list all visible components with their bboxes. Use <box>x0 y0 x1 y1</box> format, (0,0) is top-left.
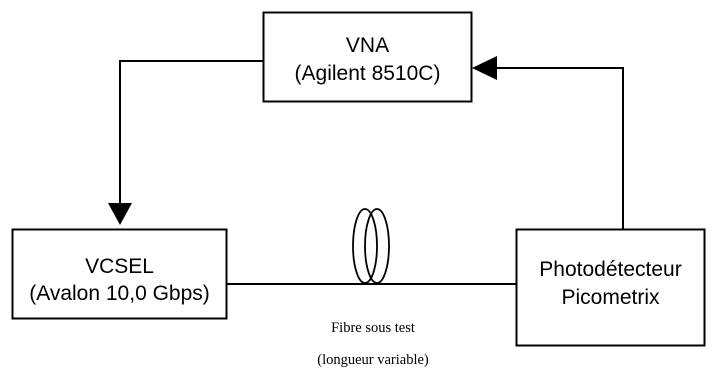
photodetector-node: Photodétecteur Picometrix <box>515 228 706 347</box>
edge-vna-to-vcsel <box>108 60 264 225</box>
photodetector-box <box>515 228 706 347</box>
fiber-caption-line1: Fibre sous test <box>331 320 415 336</box>
vna-label-line1: VNA <box>346 34 389 57</box>
fiber-coil-right <box>364 208 390 284</box>
vcsel-box <box>11 228 228 320</box>
fiber-coil-left <box>352 208 378 284</box>
vna-node: VNA (Agilent 8510C) <box>262 11 473 103</box>
photodetector-label-line1: Photodétecteur <box>539 258 681 281</box>
photodetector-label-line2: Picometrix <box>561 286 660 309</box>
fiber-caption-line2: (longueur variable) <box>317 352 429 368</box>
vcsel-label-line1: VCSEL <box>85 255 154 278</box>
vcsel-label-line2: (Avalon 10,0 Gbps) <box>29 282 210 305</box>
arrowhead-down-icon <box>108 203 132 225</box>
edge-photodetector-to-vna <box>472 56 624 230</box>
edge-photodetector-to-vna-line <box>492 67 624 230</box>
arrowhead-left-icon <box>472 56 497 80</box>
fiber-spool-icon <box>352 208 390 284</box>
edge-vna-to-vcsel-line <box>119 60 264 206</box>
edge-fiber: Fibre sous test (longueur variable) <box>226 208 517 368</box>
vna-label-line2: (Agilent 8510C) <box>295 62 441 85</box>
vna-box <box>262 11 473 103</box>
vcsel-node: VCSEL (Avalon 10,0 Gbps) <box>11 228 228 320</box>
